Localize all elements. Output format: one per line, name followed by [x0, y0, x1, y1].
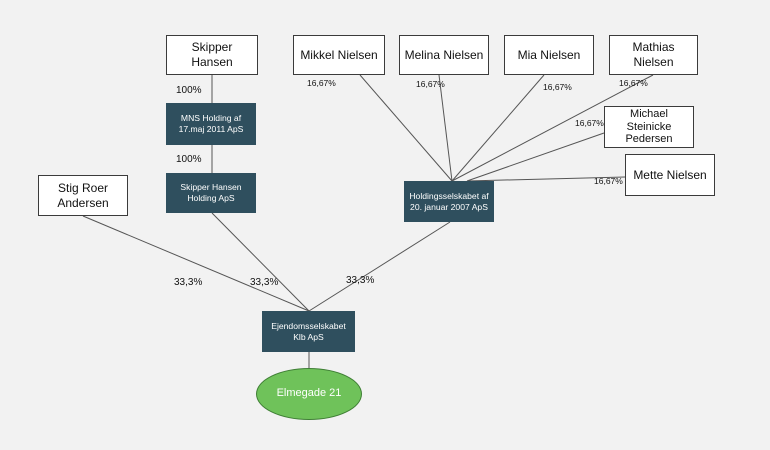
person-mathias-nielsen-label: Mathias Nielsen [632, 40, 675, 69]
connector-stig-ejendom [82, 215, 310, 312]
person-mette-nielsen: Mette Nielsen [625, 154, 715, 196]
person-mia-nielsen: Mia Nielsen [504, 35, 594, 75]
ownership-label-melina: 16,67% [416, 79, 445, 89]
connector-mathias-holdings2007 [451, 74, 654, 182]
person-michael-steinicke-pedersen: Michael Steinicke Pedersen [604, 106, 694, 148]
person-michael-steinicke-pedersen-label: Michael Steinicke Pedersen [625, 108, 673, 146]
person-mia-nielsen-label: Mia Nielsen [517, 47, 581, 62]
asset-elmegade-21: Elmegade 21 [256, 368, 362, 420]
person-stig-roer-andersen-label: Stig Roer Andersen [57, 181, 109, 210]
company-holdingsselskabet-2007-label: Holdingsselskabet af 20. januar 2007 ApS [409, 190, 489, 212]
person-mikkel-nielsen-label: Mikkel Nielsen [300, 47, 378, 62]
person-skipper-hansen: Skipper Hansen [166, 35, 258, 75]
ownership-label-michael: 16,67% [575, 118, 604, 128]
ownership-label-mette: 16,67% [594, 176, 623, 186]
person-mette-nielsen-label: Mette Nielsen [633, 167, 707, 182]
company-holdingsselskabet-2007: Holdingsselskabet af 20. januar 2007 ApS [404, 181, 494, 222]
person-melina-nielsen: Melina Nielsen [399, 35, 489, 75]
ownership-label-mikkel: 16,67% [307, 78, 336, 88]
person-stig-roer-andersen: Stig Roer Andersen [38, 175, 128, 216]
ownership-label-mathias: 16,67% [619, 78, 648, 88]
ownership-label-skipper-holding-ejendom: 33,3% [250, 277, 279, 288]
connector-mia-holdings2007 [451, 74, 545, 182]
ownership-label-stig-ejendom: 33,3% [174, 277, 203, 288]
connector-mette-holdings2007 [466, 176, 626, 182]
ownership-label-mns-skipper-holding: 100% [176, 154, 202, 165]
company-ejendomsselskabet-label: Ejendomsselskabet Klb ApS [271, 320, 346, 342]
connector-mikkel-holdings2007 [359, 74, 453, 182]
company-mns-holding: MNS Holding af 17.maj 2011 ApS [166, 103, 256, 145]
person-skipper-hansen-label: Skipper Hansen [191, 40, 233, 69]
company-skipper-hansen-holding: Skipper Hansen Holding ApS [166, 173, 256, 213]
connector-melina-holdings2007 [438, 74, 453, 182]
person-mikkel-nielsen: Mikkel Nielsen [293, 35, 385, 75]
person-melina-nielsen-label: Melina Nielsen [404, 47, 484, 62]
asset-elmegade-21-label: Elmegade 21 [276, 387, 342, 400]
connector-skipper-holding-ejendom [211, 212, 310, 312]
connector-holdings2007-ejendom [308, 221, 451, 312]
ownership-label-skipper-mns: 100% [176, 85, 202, 96]
ownership-label-mia: 16,67% [543, 82, 572, 92]
company-ejendomsselskabet: Ejendomsselskabet Klb ApS [262, 311, 355, 352]
person-mathias-nielsen: Mathias Nielsen [609, 35, 698, 75]
connector-michael-holdings2007 [466, 132, 605, 182]
ownership-label-holdings2007-ejendom: 33,3% [346, 275, 375, 286]
company-mns-holding-label: MNS Holding af 17.maj 2011 ApS [178, 113, 244, 134]
company-skipper-hansen-holding-label: Skipper Hansen Holding ApS [180, 182, 242, 203]
